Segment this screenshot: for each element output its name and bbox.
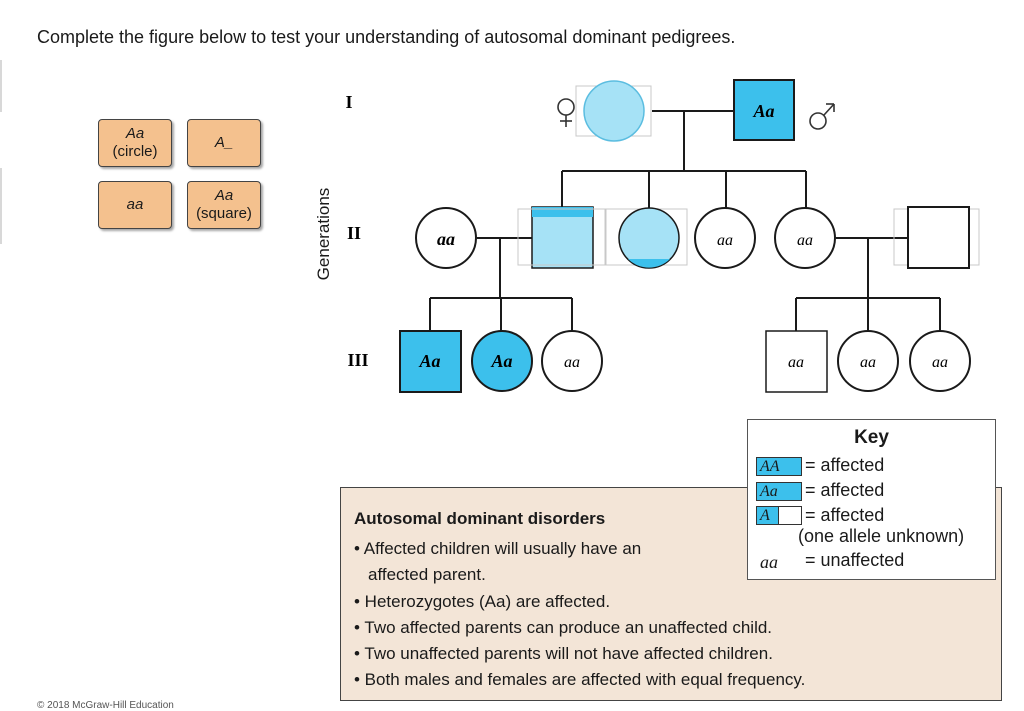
gen3-left-3-genotype: aa [564,354,580,371]
gen3-daughter-unaffected [909,330,971,392]
tile-label: aa [126,196,144,213]
key-swatch-Aa: Aa [756,482,802,501]
axis-label-generations: Generations [314,188,333,281]
gen2-son-affected-band [532,207,593,217]
gen2-inlaw-left-genotype: aa [437,229,455,249]
key-label: = affected [805,455,885,475]
tile-aa[interactable]: aa [98,181,172,229]
gen2-child3 [694,207,756,269]
key-title: Key [854,427,889,448]
gen2-daughter-affected-band [628,259,670,268]
key-note: (one allele unknown) [798,526,965,546]
gen3-daughter-unaffected [541,330,603,392]
tile-sublabel: (circle) [112,143,158,160]
instruction-text: Complete the figure below to test your u… [37,27,736,47]
gen1-mother-placeholder[interactable] [583,80,645,142]
pedigree-lines [429,110,941,331]
gen-label-III: III [347,350,368,370]
gen3-left-1-genotype: Aa [418,351,440,371]
tile-sublabel: (square) [196,205,252,222]
info-bullet: • Heterozygotes (Aa) are affected. [354,592,611,611]
info-bullet: • Two affected parents can produce an un… [354,618,773,637]
key-swatch-A-unknown: A [756,506,802,525]
tile-A-blank[interactable]: A_ [187,119,261,167]
female-symbol-icon [557,98,575,127]
gen-label-II: II [347,223,361,243]
gen2-inlaw-left [415,207,477,269]
left-edge-divider [0,60,2,112]
gen2-child4-genotype: aa [797,232,813,249]
key-label: = affected [805,480,885,500]
gen1-father-genotype: Aa [752,101,774,121]
left-edge-divider [0,168,2,244]
gen3-son-unaffected [765,330,828,393]
tile-Aa-square[interactable]: Aa (square) [187,181,261,229]
tile-Aa-circle[interactable]: Aa (circle) [98,119,172,167]
gen-label-I: I [345,92,352,112]
gen2-child4 [774,207,836,269]
gen3-right-3-genotype: aa [932,354,948,371]
key-swatch-AA: AA [756,457,802,476]
key-legend: Key AA = affected Aa = affected A = affe… [747,419,996,580]
info-panel: Autosomal dominant disorders • Affected … [340,487,1002,701]
male-symbol-icon [809,103,835,130]
gen3-daughter-unaffected [837,330,899,392]
info-bullet: • Both males and females are affected wi… [354,670,806,689]
copyright-text: © 2018 McGraw-Hill Education [37,700,174,711]
key-symbol-aa: aa [760,552,778,572]
info-bullet: • Affected children will usually have an [354,539,642,558]
gen2-daughter-placeholder[interactable] [618,207,680,269]
tile-label: Aa [125,125,145,142]
gen2-child3-genotype: aa [717,232,733,249]
gen2-son-placeholder[interactable] [531,206,594,269]
gen3-right-2-genotype: aa [860,354,876,371]
drop-zone[interactable] [517,208,606,266]
gen3-daughter-affected [471,330,533,392]
gen1-father-affected [733,79,795,141]
key-label: = affected [805,505,885,525]
key-label: = unaffected [805,550,905,570]
gen3-left-2-genotype: Aa [490,351,512,371]
tile-label: A_ [214,134,234,151]
info-bullet: • Two unaffected parents will not have a… [354,644,773,663]
gen3-son-affected [399,330,462,393]
gen2-inlaw-right-placeholder[interactable] [907,206,970,269]
tile-label: Aa [214,187,234,204]
info-title: Autosomal dominant disorders [354,509,606,528]
gen3-right-1-genotype: aa [788,354,804,371]
info-bullet-continuation: affected parent. [368,565,486,584]
